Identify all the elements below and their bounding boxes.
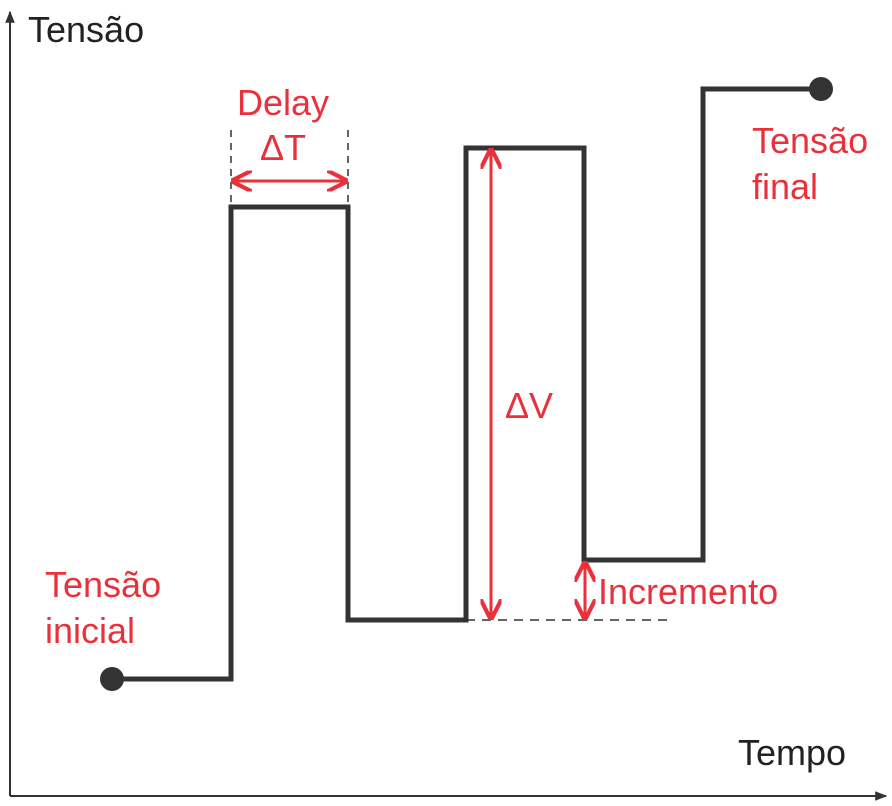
- delta-t-label: ΔT: [260, 127, 306, 168]
- start-voltage-label-line2: inicial: [45, 610, 135, 651]
- end-voltage-label-line2: final: [752, 166, 818, 207]
- start-voltage-label-line1: Tensão: [45, 564, 161, 605]
- start-point-marker: [100, 667, 124, 691]
- voltage-waveform: [112, 86, 821, 682]
- end-voltage-label-line1: Tensão: [752, 120, 868, 161]
- end-point-marker: [809, 77, 833, 101]
- delay-label: Delay: [237, 82, 329, 123]
- delta-v-label: ΔV: [505, 385, 553, 426]
- x-axis-label: Tempo: [738, 732, 846, 773]
- increment-label: Incremento: [598, 571, 778, 612]
- y-axis-label: Tensão: [28, 9, 144, 50]
